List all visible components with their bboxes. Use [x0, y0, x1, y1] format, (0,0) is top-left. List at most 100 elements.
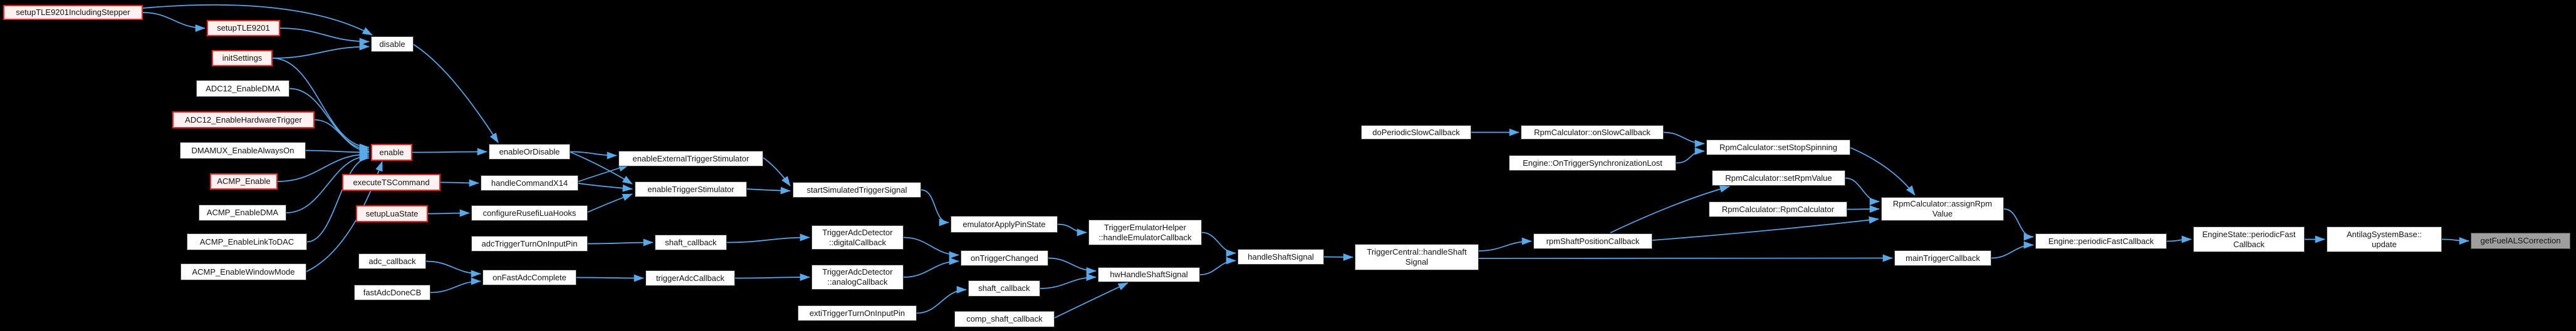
graph-node-doperiodicslowcallback[interactable]: doPeriodicSlowCallback: [1361, 125, 1471, 140]
graph-node-hwhandleshaftsignal[interactable]: hwHandleShaftSignal: [1098, 267, 1200, 282]
graph-node-shaft-callback[interactable]: shaft_callback: [968, 280, 1040, 297]
graph-node-rpmcalculator-setrpmvalue[interactable]: RpmCalculator::setRpmValue: [1712, 170, 1845, 186]
edge-n29-n32: [916, 286, 967, 314]
graph-node-emulatorapplypinstate[interactable]: emulatorApplyPinState: [951, 216, 1058, 233]
graph-node-executetscommand[interactable]: executeTSCommand: [342, 174, 441, 191]
graph-node-adc12-enabledma[interactable]: ADC12_EnableDMA: [196, 80, 289, 97]
edge-n33-n35: [1054, 282, 1129, 318]
edge-n34-n36: [1201, 232, 1236, 257]
edge-n23-n26: [746, 186, 791, 195]
edge-n2-n11: [279, 28, 370, 46]
graph-node-extitriggerturnoninputpin[interactable]: extiTriggerTurnOnInputPin: [798, 305, 917, 321]
graph-node-maintriggercallback[interactable]: mainTriggerCallback: [1894, 250, 1991, 266]
edge-n26-n30: [920, 189, 949, 227]
graph-node-comp-shaft-callback[interactable]: comp_shaft_callback: [954, 311, 1055, 327]
graph-node-triggercentral-handleshaftsignal[interactable]: TriggerCentral::handleShaft Signal: [1355, 244, 1479, 270]
graph-node-ontriggerchanged[interactable]: onTriggerChanged: [961, 250, 1048, 266]
edge-n9-n12: [306, 154, 370, 243]
edge-n7-n12: [277, 150, 370, 182]
graph-node-rpmshaftpositioncallback[interactable]: rpmShaftPositionCallback: [1533, 233, 1652, 249]
edge-n41-n45: [1652, 216, 1879, 241]
edge-n25-n28: [734, 273, 810, 281]
edge-n42-n45: [1850, 147, 1916, 196]
graph-node-triggeradcdetector-analogcallback[interactable]: TriggerAdcDetector ::analogCallback: [811, 265, 904, 290]
graph-node-disable[interactable]: disable: [371, 36, 414, 52]
edge-n22-n26: [763, 157, 791, 186]
edge-n18-n23: [578, 183, 633, 192]
graph-node-triggeremulatorhelper-handleemulatorcallback[interactable]: TriggerEmulatorHelper ::handleEmulatorCa…: [1088, 220, 1202, 245]
graph-node-acmp-enablewindowmode[interactable]: ACMP_EnableWindowMode: [180, 263, 306, 280]
edge-n30-n34: [1057, 223, 1087, 237]
edge-n8-n12: [286, 152, 370, 213]
edge-n27-n31: [903, 237, 959, 259]
graph-node-engine-periodicfastcallback[interactable]: Engine::periodicFastCallback: [2035, 233, 2167, 249]
edge-n19-n23: [587, 193, 633, 213]
edge-n37-n41: [1478, 237, 1532, 252]
graph-node-triggeradccallback[interactable]: triggerAdcCallback: [645, 270, 735, 286]
graph-node-adc12-enablehardwaretrigger[interactable]: ADC12_EnableHardwareTrigger: [172, 111, 315, 128]
edge-n28-n31: [903, 257, 959, 278]
edge-n44-n45: [1847, 205, 1880, 213]
graph-node-startsimulatedtriggersignal[interactable]: startSimulatedTriggerSignal: [793, 182, 921, 198]
graph-node-rpmcalculator-assignrpmvalue[interactable]: RpmCalculator::assignRpm Value: [1881, 197, 2004, 221]
edge-n37-n46: [1478, 254, 1893, 262]
edge-n15-n21: [425, 260, 481, 278]
graph-node-adc-callback[interactable]: adc_callback: [358, 253, 426, 269]
graph-node-handleshaftsignal[interactable]: handleShaftSignal: [1238, 249, 1324, 265]
edge-n43-n45: [1845, 177, 1880, 205]
edge-n47-n48: [2166, 235, 2192, 243]
edge-n39-n42: [1663, 131, 1705, 148]
edge-n35-n36: [1199, 257, 1236, 275]
edge-n46-n47: [1991, 241, 2034, 259]
edge-n20-n24: [587, 238, 654, 247]
graph-node-engine-ontriggersynchronizationlost[interactable]: Engine::OnTriggerSynchronizationLost: [1509, 155, 1676, 171]
graph-node-handlecommandx14[interactable]: handleCommandX14: [481, 175, 578, 191]
graph-node-triggeradcdetector-digitalcallback[interactable]: TriggerAdcDetector ::digitalCallback: [811, 225, 904, 250]
graph-node-enginestate-periodicfastcallback[interactable]: EngineState::periodicFast Callback: [2193, 227, 2305, 252]
edge-n12-n17: [412, 148, 488, 156]
edge-n1-n11: [142, 4, 373, 36]
edge-n45-n47: [2003, 208, 2034, 241]
graph-node-enable[interactable]: enable: [371, 144, 412, 161]
graph-node-acmp-enabledma[interactable]: ACMP_EnableDMA: [199, 205, 286, 221]
edge-n31-n35: [1048, 257, 1097, 275]
edge-n41-n43: [1610, 185, 1730, 233]
edge-n3-n12: [272, 58, 370, 151]
graph-node-enableordisable[interactable]: enableOrDisable: [489, 144, 570, 160]
edge-n17-n22: [570, 151, 617, 160]
graph-node-setupluastate[interactable]: setupLuaState: [356, 205, 428, 222]
edge-n18-n22: [578, 164, 629, 182]
graph-node-acmp-enable[interactable]: ACMP_Enable: [210, 173, 278, 190]
edge-n11-n17: [413, 44, 499, 143]
edge-n4-n12: [289, 88, 370, 153]
graph-node-dmamux-enablealwayson[interactable]: DMAMUX_EnableAlwaysOn: [180, 142, 306, 159]
graph-node-rpmcalculator-rpmcalculator[interactable]: RpmCalculator::RpmCalculator: [1709, 201, 1847, 217]
edge-n36-n37: [1323, 253, 1353, 261]
edge-n32-n35: [1040, 273, 1097, 289]
graph-node-setuptle9201[interactable]: setupTLE9201: [207, 20, 280, 36]
graph-node-antilagsystembase-update[interactable]: AntilagSystemBase:: update: [2327, 227, 2442, 252]
graph-node-enabletriggerstimulator[interactable]: enableTriggerStimulator: [635, 181, 747, 197]
graph-node-enableexternaltriggerstimulator[interactable]: enableExternalTriggerStimulator: [618, 151, 763, 166]
edge-n17-n23: [570, 151, 633, 185]
edge-n14-n19: [427, 209, 470, 217]
edge-n3-n11: [272, 43, 370, 59]
graph-node-rpmcalculator-setstopspinning[interactable]: RpmCalculator::setStopSpinning: [1706, 140, 1850, 155]
graph-node-onfastadccomplete[interactable]: onFastAdcComplete: [482, 270, 576, 285]
graph-node-shaft-callback[interactable]: shaft_callback: [655, 235, 727, 250]
graph-node-getfuelalscorrection: getFuelALSCorrection: [2471, 233, 2570, 249]
graph-node-acmp-enablelinktodac[interactable]: ACMP_EnableLinkToDAC: [187, 233, 307, 250]
graph-node-setuptle9201includingstepper[interactable]: setupTLE9201IncludingStepper: [3, 5, 143, 20]
graph-node-initsettings[interactable]: initSettings: [212, 50, 273, 66]
graph-node-adctriggerturnoninputpin[interactable]: adcTriggerTurnOnInputPin: [471, 236, 588, 252]
edge-n49-n50: [2441, 237, 2469, 245]
graph-node-fastadcdonecb[interactable]: fastAdcDoneCB: [354, 285, 430, 300]
edge-n1-n2: [142, 12, 206, 32]
edge-n6-n12: [305, 148, 370, 156]
graph-node-configurerusefiluahooks[interactable]: configureRusefiLuaHooks: [471, 205, 588, 221]
graph-node-rpmcalculator-onslowcallback[interactable]: RpmCalculator::onSlowCallback: [1521, 125, 1664, 140]
edge-n16-n21: [430, 277, 481, 293]
edge-n24-n27: [726, 233, 810, 243]
